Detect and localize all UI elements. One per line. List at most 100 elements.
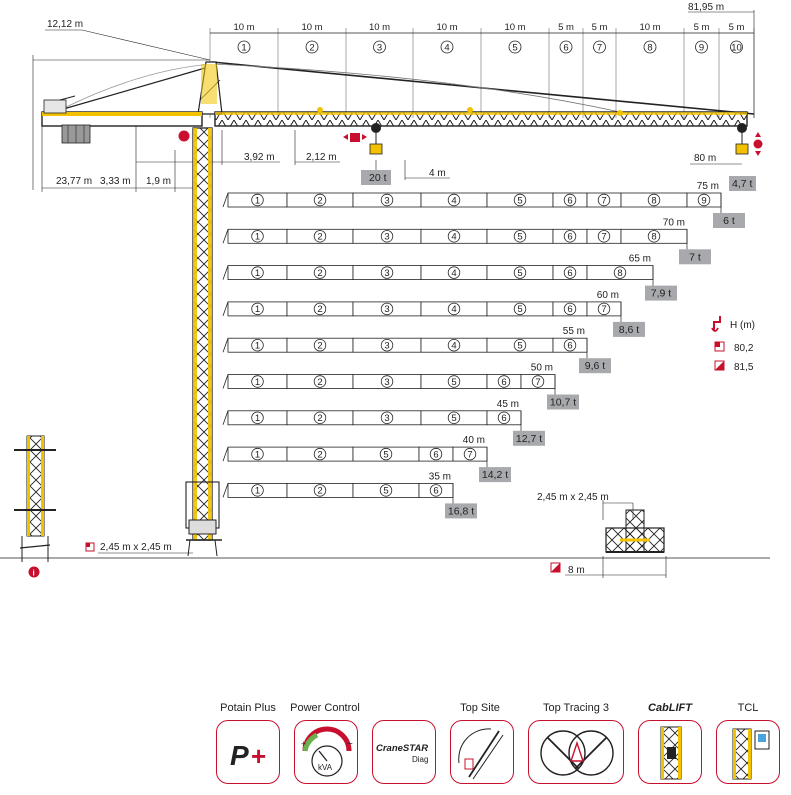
jib-config-segment-number: 7 bbox=[601, 304, 606, 315]
jib-config-segment-number: 6 bbox=[501, 413, 506, 424]
top-segment-number: 7 bbox=[597, 43, 602, 54]
jib-config-segment-badge bbox=[647, 230, 661, 243]
jib-config-segment-number: 2 bbox=[317, 195, 322, 206]
crane-structure bbox=[0, 61, 770, 559]
jib-config-segment-number: 2 bbox=[317, 304, 322, 315]
jib-config-segment-badge bbox=[613, 266, 627, 279]
right-section-label: 2,45 m x 2,45 m bbox=[537, 492, 609, 503]
jib-config-radius: 65 m bbox=[629, 254, 651, 265]
jib-config-segment-badge bbox=[251, 375, 264, 388]
jib-config-segment-badge bbox=[380, 302, 394, 316]
jib-config-segment-number: 7 bbox=[601, 195, 606, 206]
jib-config-load-box: 9,6 t bbox=[579, 358, 611, 374]
jib-config-segment-badge bbox=[313, 193, 327, 207]
top-segment-badge bbox=[643, 40, 657, 54]
jib-config-segment-badge bbox=[313, 375, 327, 388]
jib-config-segment-number: 6 bbox=[433, 449, 438, 460]
jib-config-segment-badge bbox=[497, 375, 511, 388]
info-mark: i bbox=[33, 569, 35, 578]
cranestar-diag-icon: CraneSTAR Diag bbox=[372, 720, 436, 784]
cranestar-logo-text: CraneSTAR bbox=[376, 743, 429, 754]
trolley-distance: 4 m bbox=[429, 168, 446, 179]
svg-text:+: + bbox=[301, 739, 306, 749]
mast-type-a-icon bbox=[714, 341, 725, 352]
jib-config-segment-number: 9 bbox=[701, 195, 706, 206]
jib-config-segment-number: 2 bbox=[317, 232, 322, 243]
feature-label-cablift: CabLIFT bbox=[648, 702, 692, 714]
info-icon: i bbox=[28, 566, 40, 578]
jib-config-segment-badge bbox=[379, 484, 393, 497]
tcl-icon bbox=[716, 720, 780, 784]
jib-config-segment-badge bbox=[697, 193, 711, 207]
jib-config-segment-number: 5 bbox=[517, 341, 522, 352]
jib-config-segment-number: 1 bbox=[255, 449, 260, 460]
jib-config-segment-number: 2 bbox=[317, 268, 322, 279]
dim-212: 2,12 m bbox=[306, 152, 337, 163]
jib-config-segment-badge bbox=[447, 302, 461, 316]
jib-config-segment-number: 5 bbox=[517, 268, 522, 279]
jib-config-segment-badge bbox=[513, 302, 527, 316]
jib-config-segment-number: 4 bbox=[451, 304, 456, 315]
jib-config-load: 6 t bbox=[723, 215, 735, 227]
jib-config-segment-number: 6 bbox=[567, 341, 572, 352]
base-dimensions: 2,45 m x 2,45 m i 2,45 m x 2,45 m bbox=[14, 435, 667, 578]
jib-config-segment-badge bbox=[597, 302, 611, 316]
jib-config-load: 12,7 t bbox=[516, 433, 542, 445]
top-segment-length: 10 m bbox=[233, 22, 254, 33]
top-segment-badge bbox=[305, 40, 319, 54]
jib-config-segment-badge bbox=[447, 411, 461, 425]
jib-config-segment-number: 6 bbox=[433, 486, 438, 497]
jib-config-segment-number: 8 bbox=[617, 268, 622, 279]
jib-config-segment-number: 6 bbox=[567, 232, 572, 243]
svg-text:−: − bbox=[347, 739, 353, 750]
jib-config-segment-badge bbox=[563, 339, 577, 352]
jib-config-segment-badge bbox=[380, 339, 394, 352]
jib-config-radius: 35 m bbox=[429, 471, 451, 482]
top-segment-badge bbox=[440, 40, 454, 54]
top-segment-badge bbox=[695, 40, 708, 54]
top-segment-badge bbox=[237, 40, 251, 54]
jib-config-segment-number: 5 bbox=[451, 377, 456, 388]
jib-config-load: 16,8 t bbox=[448, 505, 474, 517]
jib-config-segment-badge bbox=[313, 447, 327, 461]
jib-config-segment-number: 3 bbox=[384, 341, 389, 352]
jib-config-segment-badge bbox=[447, 339, 461, 352]
jib-config-segment-number: 2 bbox=[317, 413, 322, 424]
jib-config-segment-number: 4 bbox=[451, 232, 456, 243]
potain-plus-icon: P+ bbox=[216, 720, 280, 784]
jib-config-segment-number: 2 bbox=[317, 449, 322, 460]
jib-config-segment-number: 6 bbox=[567, 304, 572, 315]
top-tracing-icon bbox=[528, 720, 624, 784]
jib-config-segment-badge bbox=[380, 375, 394, 388]
jib-config-segment-badge bbox=[513, 339, 527, 352]
jib-config-segment-badge bbox=[497, 411, 511, 425]
jib-config-load-box: 10,7 t bbox=[547, 394, 579, 410]
feature-label-potain-plus: Potain Plus bbox=[220, 702, 276, 714]
legend-title: H (m) bbox=[730, 320, 755, 331]
jib-config-segment-badge bbox=[463, 447, 477, 461]
jib-config-radius: 55 m bbox=[563, 326, 585, 337]
total-length-label: 81,95 m bbox=[688, 2, 724, 13]
dim-19: 1,9 m bbox=[146, 176, 171, 187]
jib-config-radius: 40 m bbox=[463, 435, 485, 446]
jib-config-segment-number: 7 bbox=[535, 377, 540, 388]
jib-config-segment-number: 2 bbox=[317, 377, 322, 388]
jib-config-segment-badge bbox=[429, 447, 443, 461]
jib-config-segment-number: 5 bbox=[451, 413, 456, 424]
jib-config-segment-number: 1 bbox=[255, 341, 260, 352]
tip-radius-label: 80 m bbox=[694, 153, 716, 164]
jib-config-segment-badge bbox=[563, 302, 577, 316]
power-control-unit: kVA bbox=[318, 763, 333, 772]
jib-config-load: 14,2 t bbox=[482, 469, 508, 481]
jib-config-segment-badge bbox=[379, 447, 393, 461]
feature-label-tcl: TCL bbox=[737, 702, 759, 714]
top-segment-length: 10 m bbox=[639, 22, 660, 33]
top-segment-length: 5 m bbox=[558, 22, 574, 33]
jib-config-segment-badge bbox=[313, 411, 327, 425]
tip-load-label: 4,7 t bbox=[732, 178, 753, 190]
jib-config-segment-number: 3 bbox=[384, 268, 389, 279]
top-segment-badge bbox=[373, 40, 386, 54]
